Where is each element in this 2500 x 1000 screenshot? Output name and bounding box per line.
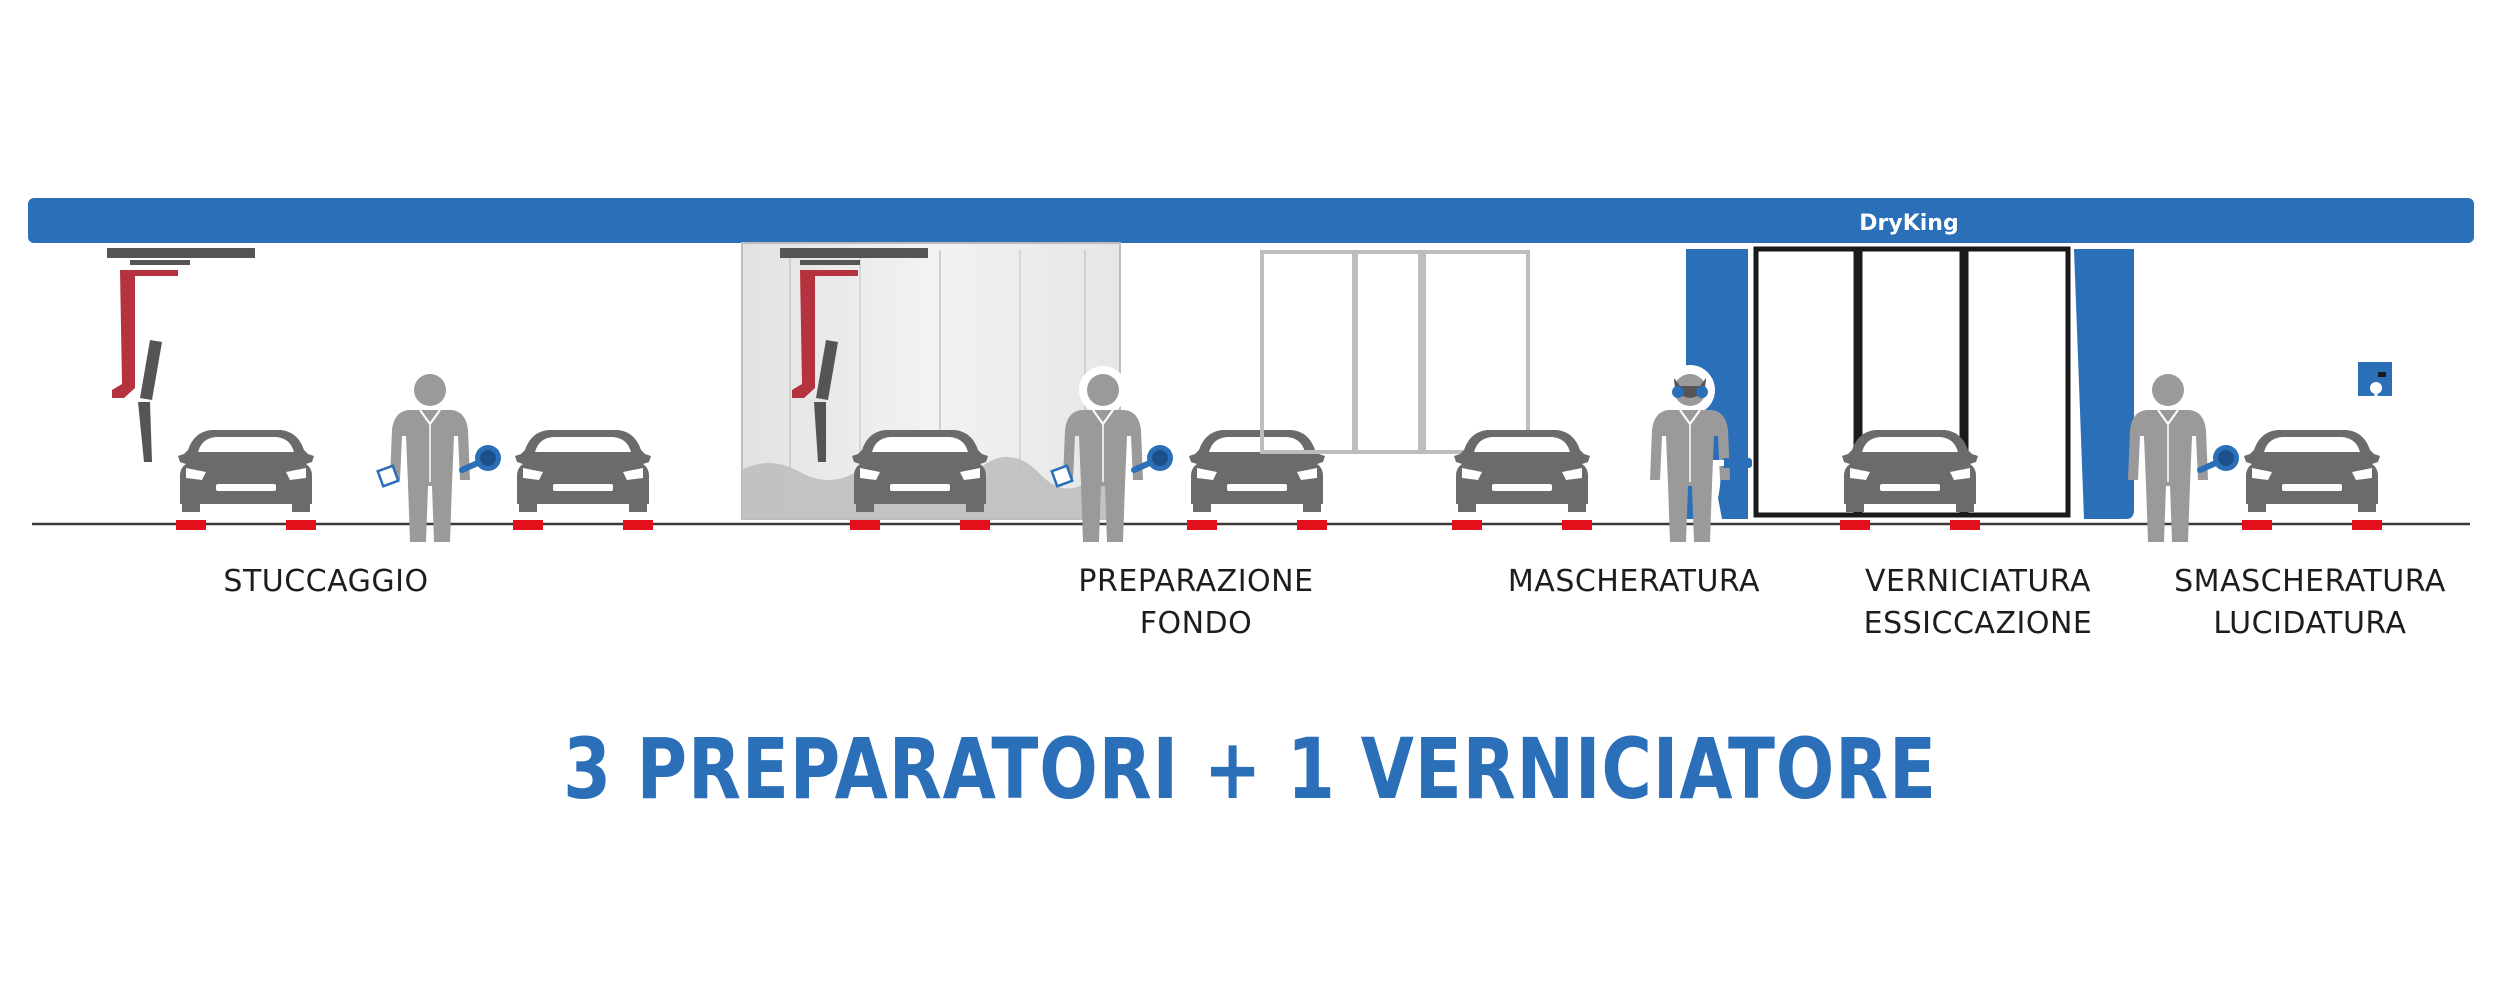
car-1 bbox=[178, 430, 314, 512]
wall-control-panel-icon bbox=[2358, 362, 2392, 404]
car-6 bbox=[1842, 430, 1978, 512]
sanding-block-icon bbox=[376, 464, 400, 488]
station-label-line: FONDO bbox=[1139, 606, 1253, 641]
station-label-smascheratura: SMASCHERATURA LUCIDATURA bbox=[2150, 561, 2470, 645]
respirator-mask-icon bbox=[1672, 378, 1708, 398]
extraction-arm-1 bbox=[107, 248, 255, 462]
glass-doors bbox=[1260, 250, 1530, 454]
car-2 bbox=[515, 430, 651, 512]
station-label-stuccaggio: STUCCAGGIO bbox=[166, 561, 486, 603]
car-7 bbox=[2244, 430, 2380, 512]
extraction-arm-2 bbox=[780, 248, 928, 462]
station-label-verniciatura: VERNICIATURA ESSICCAZIONE bbox=[1818, 561, 2138, 645]
worker-1 bbox=[389, 373, 471, 543]
paint-booth bbox=[1686, 246, 2134, 519]
car-5 bbox=[1454, 430, 1590, 512]
spray-gun-icon bbox=[1716, 440, 1752, 484]
sanding-block-icon bbox=[1050, 464, 1074, 488]
station-label-line: STUCCAGGIO bbox=[223, 564, 429, 599]
station-label-line: ESSICCAZIONE bbox=[1863, 606, 2093, 641]
station-label-mascheratura: MASCHERATURA bbox=[1474, 561, 1794, 603]
headline: 3 PREPARATORI + 1 VERNICIATORE bbox=[563, 720, 1937, 818]
worker-4 bbox=[2127, 373, 2209, 543]
station-label-line: PREPARAZIONE bbox=[1078, 564, 1314, 599]
car-3 bbox=[852, 430, 988, 512]
overhead-beam bbox=[28, 198, 2474, 243]
station-label-line: SMASCHERATURA bbox=[2174, 564, 2446, 599]
station-label-line: MASCHERATURA bbox=[1507, 564, 1761, 599]
brand-logo: DryKing bbox=[1859, 211, 1958, 236]
station-label-line: LUCIDATURA bbox=[2213, 606, 2407, 641]
car-4 bbox=[1189, 430, 1325, 512]
station-label-preparazione: PREPARAZIONE FONDO bbox=[1036, 561, 1356, 645]
station-label-line: VERNICIATURA bbox=[1864, 564, 2092, 599]
